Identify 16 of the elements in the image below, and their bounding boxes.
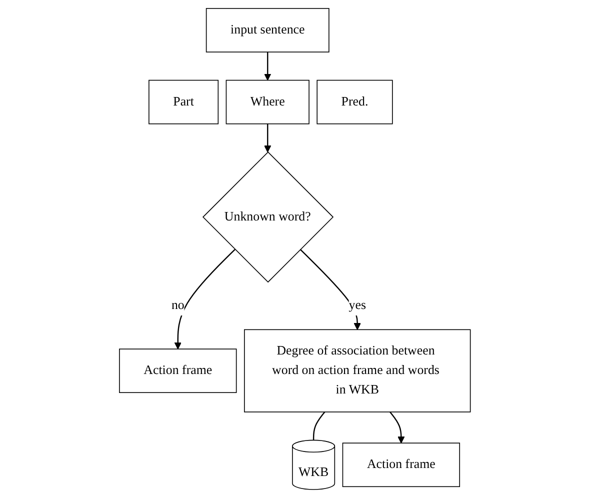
node-box: Action frame: [342, 442, 460, 488]
arrow: [389, 412, 404, 444]
arrow: [174, 248, 235, 350]
arrow: [264, 124, 271, 152]
arrow: [299, 248, 361, 330]
edge-label: no: [171, 298, 184, 312]
arrow: [264, 52, 271, 81]
node-box: Degree of association between word on action frame and words in WKB: [244, 329, 470, 412]
node-diamond: Unknown word?: [202, 152, 334, 283]
node-box: Pred.: [316, 80, 392, 124]
node-box: Where: [225, 80, 310, 124]
node-box: Part: [148, 80, 218, 124]
edge-label: yes: [348, 298, 366, 312]
node-box: Action frame: [118, 348, 236, 393]
node-box: input sentence: [206, 8, 329, 52]
connector: [312, 412, 325, 440]
